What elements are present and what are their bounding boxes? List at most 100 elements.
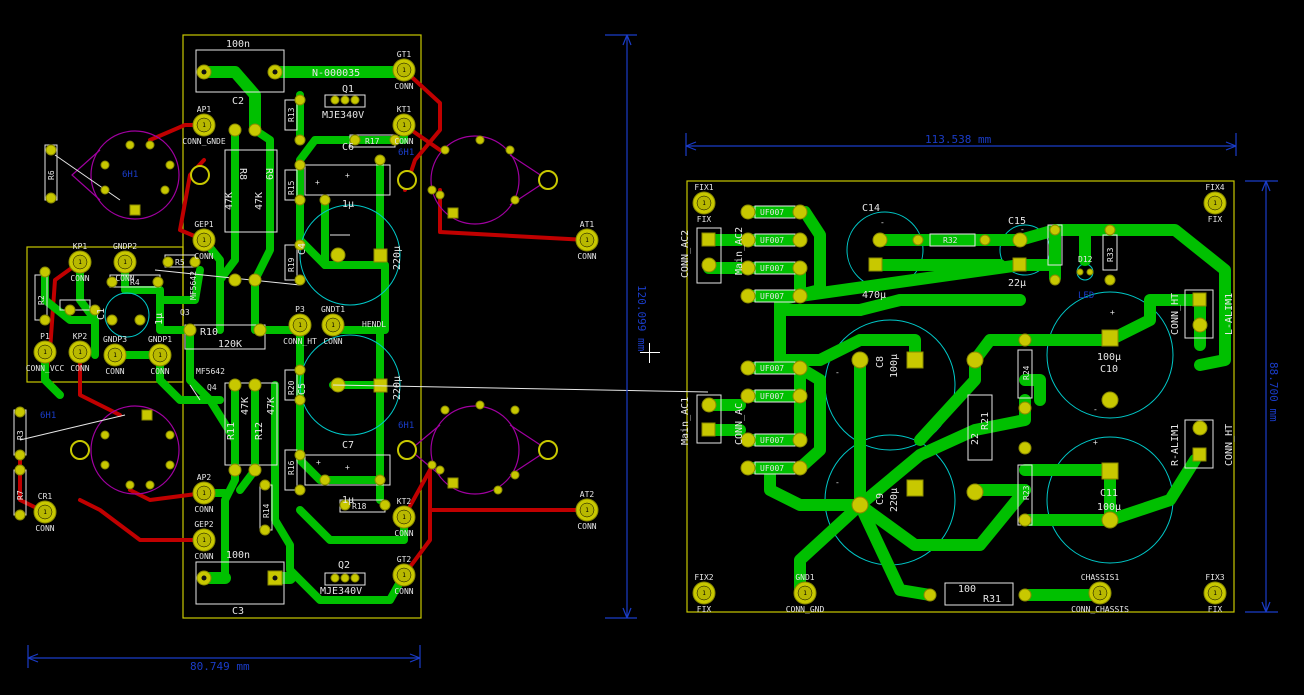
pad-inner-kp1 <box>72 254 88 270</box>
pad-ref-gt1: GT1 <box>397 50 412 59</box>
label-led: LED <box>1078 291 1094 301</box>
label-r4: R4 <box>130 278 140 287</box>
pad-inner-gndt1 <box>325 317 341 333</box>
label-r33: R33 <box>1106 247 1115 262</box>
pad-inner-ap2 <box>196 485 212 501</box>
label-r10: R10 <box>200 327 218 338</box>
pad-ref-gndp1: GNDP1 <box>148 335 172 344</box>
pad-inner-fix4 <box>1207 195 1223 211</box>
label-c4: C4 <box>297 243 308 255</box>
pad-sub-kp1: CONN <box>70 274 89 283</box>
pad-inner-ap1 <box>196 117 212 133</box>
component-labels-right: C14 470µ C15 22µ R32 R33 D12 LED C8 100µ… <box>680 203 1235 605</box>
label-d12: D12 <box>1078 255 1093 264</box>
label-q2-part: MJE340V <box>320 586 362 597</box>
pad-sub-gep2: CONN <box>194 552 213 561</box>
pad-ref-kt2: KT2 <box>397 497 412 506</box>
pad-ref-chassis1: CHASSIS1 <box>1081 573 1120 582</box>
label-r9-value: 47K <box>254 192 265 210</box>
pad-sub-ap2: CONN <box>194 505 213 514</box>
pad-inner-p3 <box>292 317 308 333</box>
pad-ref-fix3: FIX3 <box>1205 573 1224 582</box>
pad-ref-fix4: FIX4 <box>1205 183 1224 192</box>
pad-number-gep1: 1 <box>202 237 206 244</box>
label-mf1: MF5642 <box>189 271 198 300</box>
pad-inner-gnd1 <box>797 585 813 601</box>
pad-inner-kt1 <box>396 117 412 133</box>
label-c6-value: 1µ <box>342 199 354 210</box>
label-conn-ac2: CONN_AC2 <box>680 230 691 278</box>
tube-socket-bl <box>90 405 180 495</box>
label-r11-value: 47K <box>240 397 251 415</box>
net-label-top: N-000035 <box>312 68 360 79</box>
label-r9: R9 <box>263 168 274 180</box>
label-c4-value: 220µ <box>392 246 403 270</box>
label-c8: C8 <box>875 356 886 368</box>
label-uf-3: UF007 <box>760 264 784 273</box>
pad-sub-cr1: CONN <box>35 524 54 533</box>
label-c11-value: 100µ <box>1097 502 1121 513</box>
tube-labels: 6H1 6H1 6H1 6H1 <box>40 148 414 431</box>
pad-inner-gndp2 <box>117 254 133 270</box>
pad-number-gndp3: 1 <box>113 352 117 359</box>
svg-text:+: + <box>1093 438 1098 447</box>
label-r20: R20 <box>287 380 296 395</box>
tube-socket-tl <box>90 130 180 220</box>
pad-ref-p3: P3 <box>295 305 305 314</box>
pad-sub-gndp3: CONN <box>105 367 124 376</box>
label-uf-1: UF007 <box>760 208 784 217</box>
label-c11: C11 <box>1100 488 1118 499</box>
label-r21: R21 <box>980 412 991 430</box>
pad-sub-gnd1: CONN_GND <box>786 605 825 614</box>
label-r21-value: 22 <box>970 433 981 445</box>
pad-ref-kp1: KP1 <box>73 242 88 251</box>
label-r8: R8 <box>237 168 248 180</box>
svg-text:-: - <box>835 368 840 377</box>
pad-number-gndt1: 1 <box>331 322 335 329</box>
pad-number-gep2: 1 <box>202 537 206 544</box>
pad-inner-kp2 <box>72 344 88 360</box>
pad-sub-ap1: CONN_GNDE <box>182 137 226 146</box>
label-c2-value: 100n <box>226 39 250 50</box>
svg-text:+: + <box>345 171 350 180</box>
tube-socket-tr <box>430 135 520 225</box>
pad-inner-gndp3 <box>107 347 123 363</box>
pad-number-p3: 1 <box>298 322 302 329</box>
label-uf-2: UF007 <box>760 236 784 245</box>
dim-left-width: 80.749 mm <box>190 660 250 673</box>
label-l-alim1: L-ALIM1 <box>1224 293 1235 335</box>
pad-sub-gndp2: CONN <box>115 274 134 283</box>
pad-ref-fix1: FIX1 <box>694 183 713 192</box>
label-r18: R18 <box>352 502 367 511</box>
pad-sub-gndt1: CONN <box>323 337 342 346</box>
svg-text:+: + <box>345 463 350 472</box>
label-hendl: HENDL <box>362 320 386 329</box>
tube-label-4: 6H1 <box>398 421 414 431</box>
pad-ref-cr1: CR1 <box>38 492 53 501</box>
label-r5: R5 <box>175 258 185 267</box>
pad-ref-ap2: AP2 <box>197 473 212 482</box>
svg-text:+: + <box>315 178 320 187</box>
connector-pads-left: 1GT1CONN1KT1CONN1AP1CONN_GNDE1GEP1CONN1K… <box>26 50 599 596</box>
label-r31: R31 <box>983 594 1001 605</box>
label-c5: C5 <box>297 383 308 395</box>
pad-number-chassis1: 1 <box>1098 590 1102 597</box>
ratsnest-line <box>332 384 709 393</box>
label-r17: R17 <box>365 137 380 146</box>
label-r7: R7 <box>16 490 25 500</box>
label-c9: C9 <box>875 493 886 505</box>
label-r-alim1: R-ALIM1 <box>1170 424 1181 466</box>
pad-number-gnd1: 1 <box>803 590 807 597</box>
dim-right-width: 113.538 mm <box>925 133 992 146</box>
label-conn-ht-1: CONN_HT <box>1170 293 1181 335</box>
label-uf-6: UF007 <box>760 392 784 401</box>
pads-right <box>701 204 1208 602</box>
label-uf-8: UF007 <box>760 464 784 473</box>
pad-inner-fix1 <box>696 195 712 211</box>
dimensions: 80.749 mm 120.099 mm 113.538 mm 88.700 m… <box>27 34 1280 673</box>
pad-sub-chassis1: CONN_CHASSIS <box>1071 605 1129 614</box>
pad-sub-fix3: FIX <box>1208 605 1223 614</box>
pad-sub-gndp1: CONN <box>150 367 169 376</box>
label-c10: C10 <box>1100 364 1118 375</box>
